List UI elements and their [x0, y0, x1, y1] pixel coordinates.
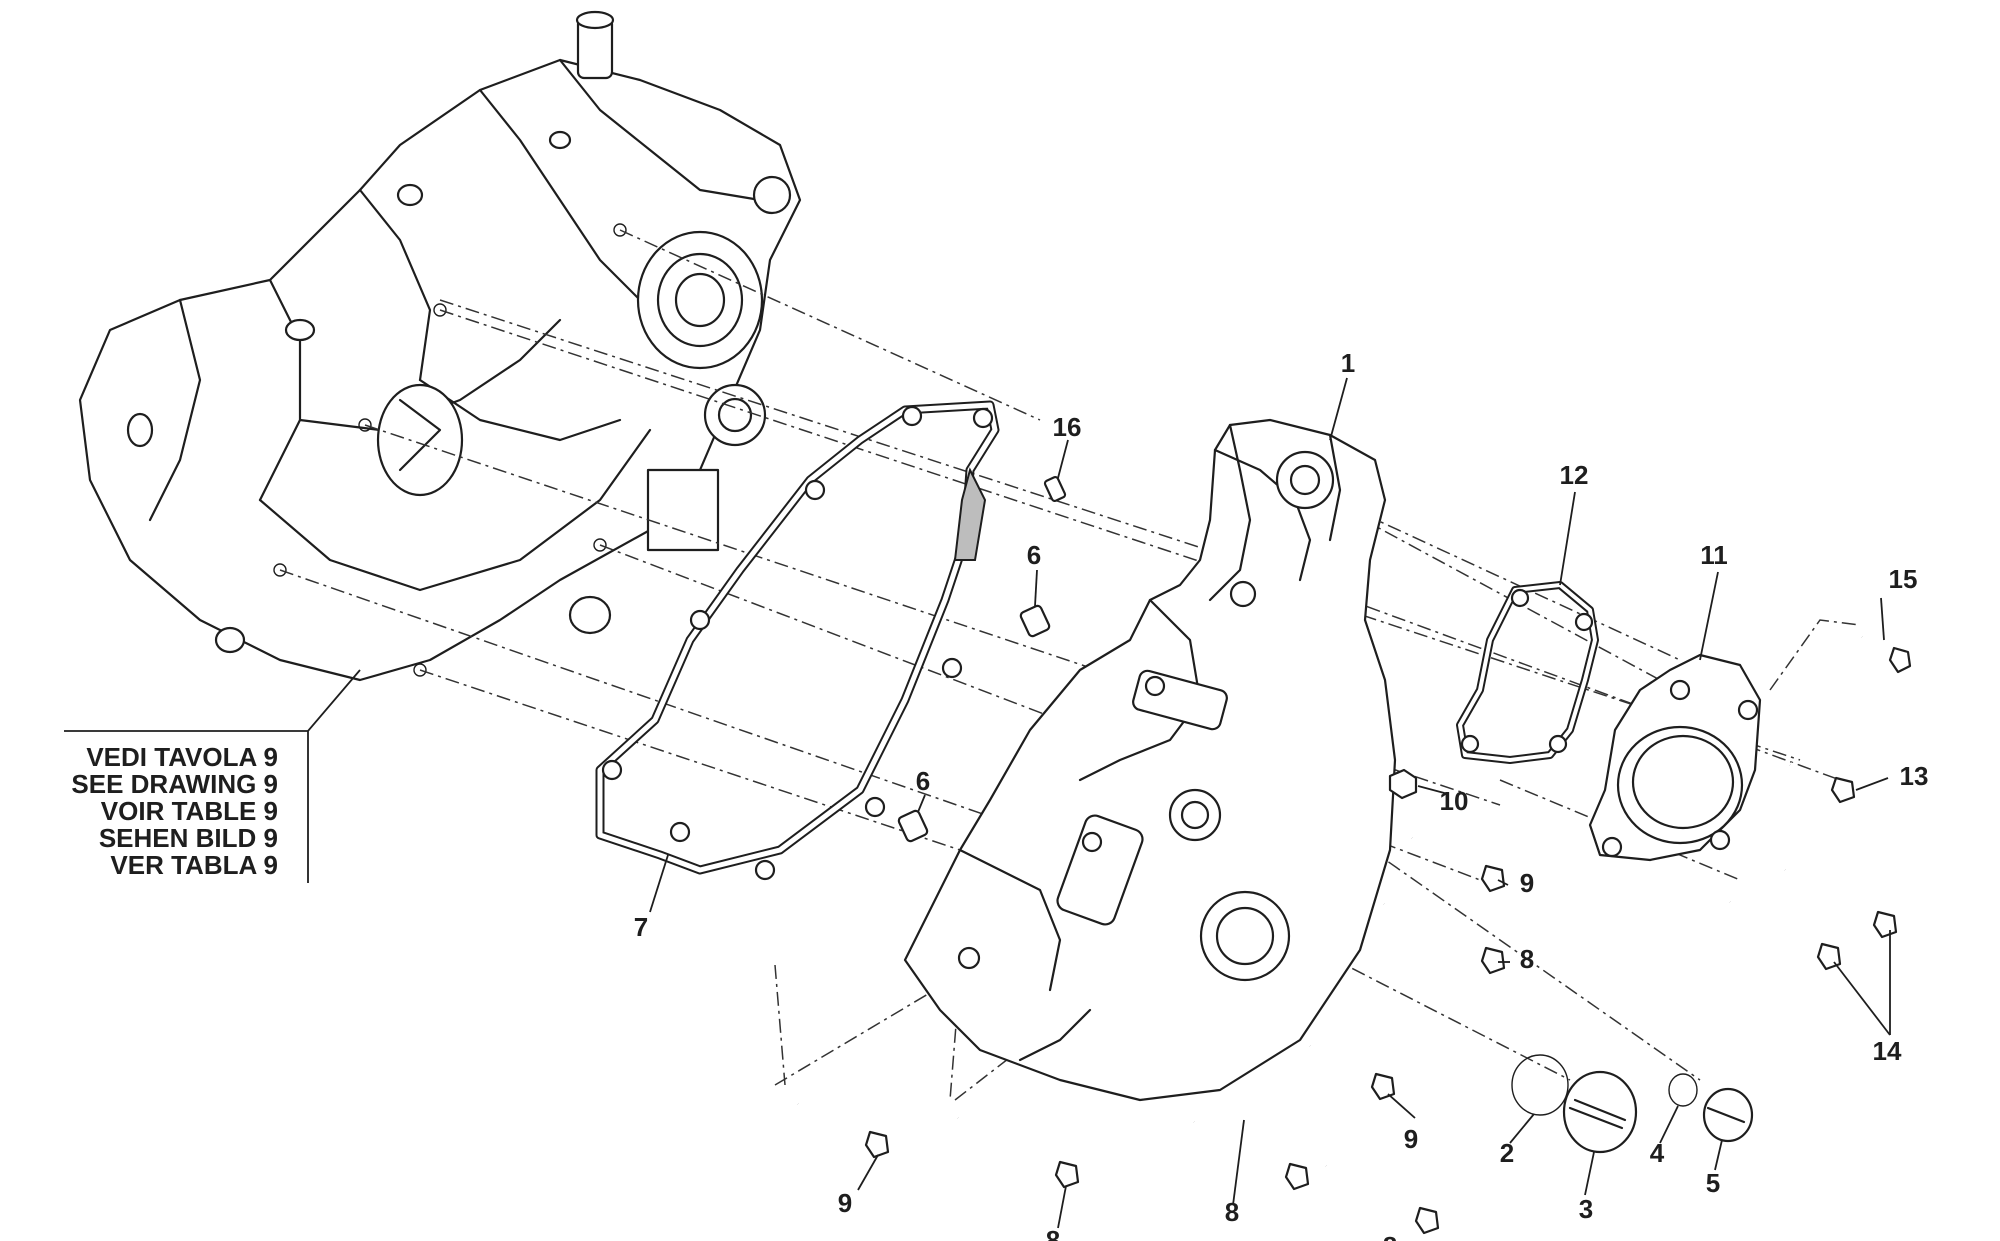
callout-6-upper: 6	[1027, 540, 1041, 570]
bolt-14-upper	[1783, 867, 1898, 939]
callout-8-left: 8	[1046, 1225, 1060, 1241]
callout-13: 13	[1900, 761, 1929, 791]
engine-crankcase	[78, 10, 802, 682]
callout-4: 4	[1650, 1138, 1665, 1168]
callout-11: 11	[1700, 540, 1728, 570]
reference-line-4: SEHEN BILD 9	[99, 823, 278, 853]
callout-leaders	[649, 377, 1891, 1229]
bolt-8-left	[956, 1115, 1080, 1189]
callout-9-lower-right: 9	[1404, 1124, 1418, 1154]
callout-9-right: 9	[1520, 868, 1534, 898]
callout-15: 15	[1889, 564, 1918, 594]
reference-line-2: SEE DRAWING 9	[71, 769, 278, 799]
reference-leader	[64, 669, 361, 883]
part-1-side-cover	[903, 418, 1397, 1102]
callout-16: 16	[1053, 412, 1082, 442]
part-12-small-gasket	[1456, 581, 1599, 764]
callout-9-left: 9	[838, 1188, 852, 1218]
callout-1: 1	[1341, 348, 1355, 378]
callout-2: 2	[1500, 1138, 1514, 1168]
callout-numbers: 1 2 3 4 5 6 6 7 8 8 8 8 9 9 9 10 11 12 1…	[634, 348, 1929, 1241]
bolt-8-middle	[1192, 1119, 1310, 1191]
part-11-pump-cover	[1588, 653, 1762, 862]
bolt-14-lower	[1728, 899, 1842, 971]
reference-line-5: VER TABLA 9	[110, 850, 278, 880]
bolt-9-left	[796, 1101, 890, 1159]
callout-10: 10	[1440, 786, 1469, 816]
part-3-plug	[1562, 1070, 1638, 1154]
bolt-9-lower-right	[1308, 1043, 1396, 1101]
bolt-8-right	[1382, 901, 1506, 975]
part-7-cover-gasket	[595, 400, 1000, 881]
bolt-9-right	[1410, 835, 1506, 893]
part-16-dowel	[1043, 475, 1067, 503]
bolt-13	[1788, 762, 1856, 804]
part-4-o-ring	[1668, 1073, 1698, 1107]
callout-14: 14	[1873, 1036, 1902, 1066]
callout-12: 12	[1560, 460, 1589, 490]
nut-10	[1388, 768, 1418, 800]
callout-5: 5	[1706, 1168, 1720, 1198]
part-6-dowel-upper	[1019, 604, 1051, 638]
reference-line-3: VOIR TABLE 9	[101, 796, 278, 826]
callout-6-lower: 6	[916, 766, 930, 796]
reference-line-1: VEDI TAVOLA 9	[86, 742, 278, 772]
bolt-15	[1860, 634, 1912, 674]
part-6-dowel-lower	[897, 809, 929, 843]
callout-7: 7	[634, 912, 648, 942]
part-5-plug	[1702, 1087, 1754, 1143]
callout-8-bottom: 8	[1383, 1231, 1397, 1241]
bolt-8-bottom	[1324, 1163, 1440, 1235]
callout-8-right: 8	[1520, 944, 1534, 974]
part-2-o-ring	[1511, 1054, 1569, 1116]
reference-note: VEDI TAVOLA 9 SEE DRAWING 9 VOIR TABLE 9…	[71, 742, 278, 880]
callout-8-middle: 8	[1225, 1197, 1239, 1227]
callout-3: 3	[1579, 1194, 1593, 1224]
